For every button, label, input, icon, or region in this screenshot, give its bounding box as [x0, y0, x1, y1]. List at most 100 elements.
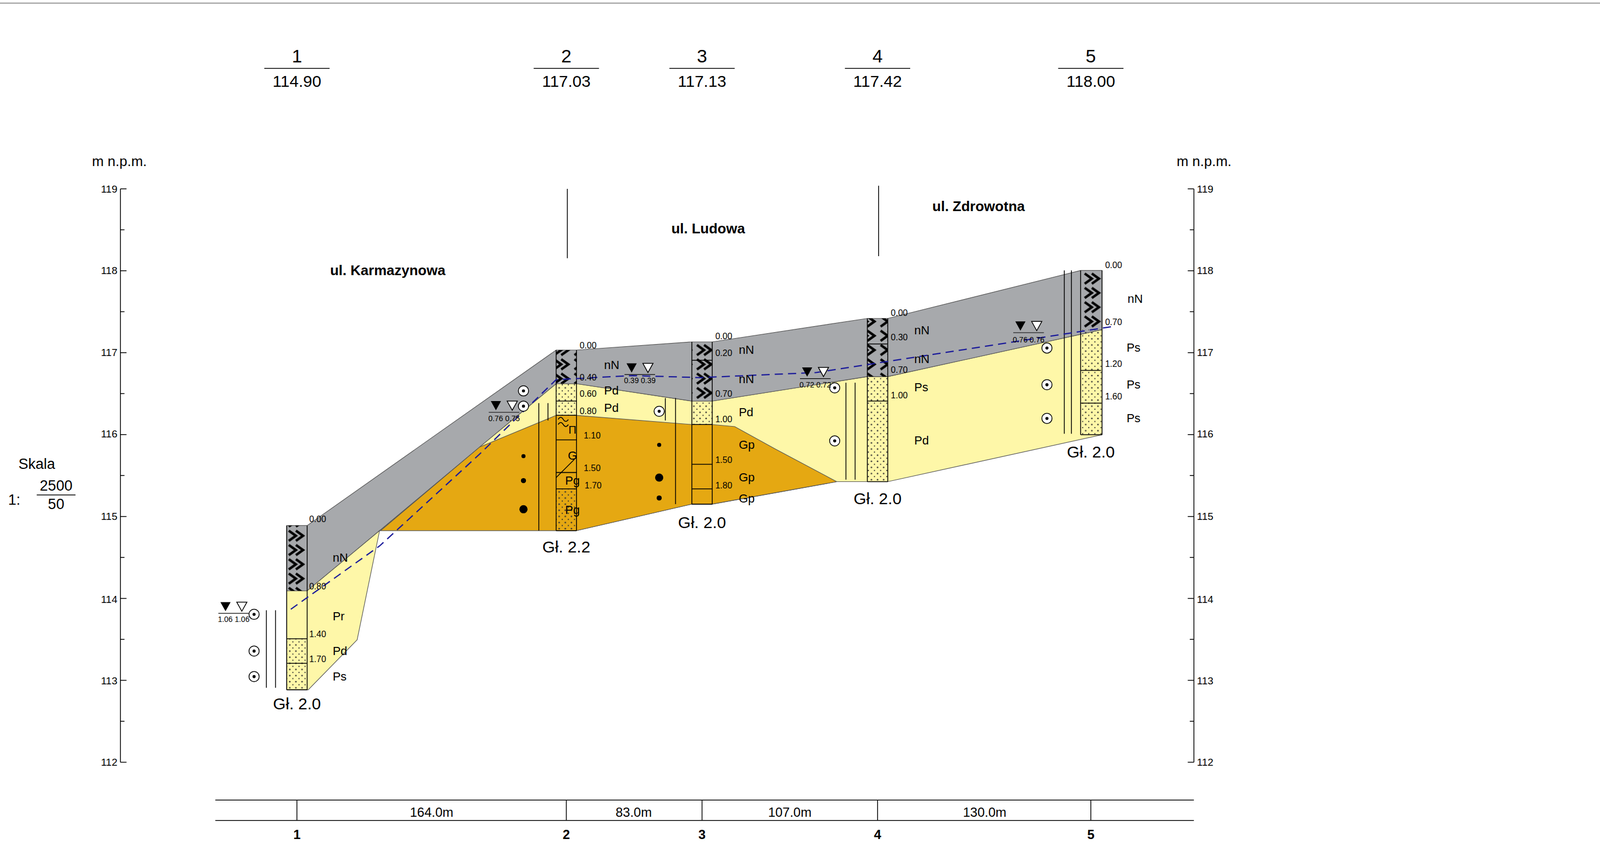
layer-boundary: [691, 359, 713, 361]
page-border: [0, 2, 1600, 4]
elevation: 117.03: [542, 73, 592, 90]
depth: 1.80: [715, 481, 733, 491]
elevation: 117.13: [677, 73, 727, 90]
axis-tick-mark: [1187, 598, 1194, 600]
sample-symbol: [1042, 413, 1053, 424]
depth: 1.50: [715, 455, 733, 465]
depth: 0.00: [309, 515, 327, 524]
borehole-number: 1: [293, 828, 301, 842]
station-tick: [296, 800, 298, 821]
layer-boundary: [556, 488, 577, 490]
water-level: 1.06: [234, 615, 250, 624]
distance: 107.0m: [767, 805, 812, 819]
axis-tick-mark: [120, 720, 125, 722]
depth: 0.70: [890, 365, 908, 375]
soil-symbol: Π: [568, 424, 577, 436]
soil-code: Ps: [914, 381, 929, 394]
generated-marks: [120, 188, 1195, 821]
axis-tick-mark: [120, 556, 125, 558]
water-level-line: [489, 411, 520, 413]
elevation: 118.00: [1066, 73, 1116, 90]
soil-code: Gp: [738, 492, 755, 505]
axis-tick-mark: [120, 311, 125, 313]
water-level: 0.39: [640, 376, 656, 385]
axis-tick: 118: [1196, 265, 1214, 276]
water-found-symbol: [802, 367, 813, 377]
axis-tick-mark: [1189, 556, 1195, 558]
borehole-depth: Gł. 2.0: [1067, 443, 1115, 461]
sample-symbol: [249, 609, 260, 620]
water-level: 0.72: [816, 381, 831, 389]
gravel-symbol: [656, 495, 662, 501]
axis-tick-mark: [120, 188, 127, 190]
soil-code: Ps: [332, 670, 347, 683]
depth: 0.00: [715, 332, 733, 341]
water-level: 0.75: [505, 414, 520, 423]
sample-symbol-dot: [833, 386, 837, 390]
water-level-line: [624, 374, 656, 376]
axis-tick-mark: [1187, 516, 1194, 518]
distance: 164.0m: [409, 805, 454, 819]
water-level: 1.06: [217, 615, 233, 624]
axis-tick: 112: [100, 757, 118, 768]
scale-value: 50: [47, 496, 65, 512]
axis-tick-mark: [1187, 680, 1194, 682]
sample-symbol-dot: [1045, 346, 1049, 350]
sample-symbol-dot: [1045, 416, 1049, 421]
axis-tick-mark: [1187, 434, 1194, 436]
depth: 1.00: [890, 391, 908, 400]
sample-symbol: [829, 382, 841, 393]
axis-tick: 113: [100, 675, 118, 687]
water-table: [290, 326, 1113, 610]
borehole-depth: Gł. 2.0: [272, 695, 321, 713]
axis-tick: 114: [100, 593, 118, 605]
layer-boundary: [867, 343, 888, 345]
soil-code: nN: [738, 344, 754, 357]
borehole-depth: Gł. 2.2: [542, 538, 590, 556]
sample-symbol-dot: [252, 675, 256, 679]
depth: 1.40: [309, 630, 327, 639]
axis-tick-mark: [120, 393, 125, 395]
street-separator: [878, 185, 880, 257]
axis-tick-mark: [1189, 393, 1195, 395]
axis-tick-mark: [120, 434, 127, 436]
axis-tick: 119: [100, 183, 118, 194]
axis-frame: [36, 68, 1195, 821]
gravel-symbol: [655, 473, 664, 482]
axis-tick: 117: [100, 346, 118, 358]
axis-tick: 115: [100, 511, 118, 522]
depth: 1.10: [583, 431, 601, 441]
axis-tick-mark: [120, 598, 127, 600]
depth: 0.80: [309, 582, 327, 592]
soil-code: Ps: [1126, 412, 1141, 425]
depth: 0.00: [579, 341, 597, 351]
water-stable-symbol: [818, 367, 829, 377]
water-level: 0.72: [799, 381, 815, 389]
soil-code: Pg: [564, 504, 580, 517]
borehole-number: 3: [696, 46, 708, 66]
water-found-symbol: [490, 401, 501, 411]
borehole-depth: Gł. 2.0: [853, 490, 902, 507]
sample-symbol-dot: [522, 389, 526, 393]
soil-code: nN: [914, 353, 930, 366]
gravel-symbol: [521, 454, 526, 459]
scale-label: 1:: [8, 492, 21, 508]
axis-tick: 114: [1196, 593, 1214, 605]
axis-tick: 112: [1196, 757, 1214, 768]
axis-tick: 118: [100, 265, 118, 276]
soil-code: Pd: [604, 384, 619, 397]
axis-tick-mark: [120, 516, 127, 518]
axis-tick-mark: [120, 229, 125, 231]
soil-code: Pd: [332, 645, 348, 658]
axis-tick: 115: [1196, 511, 1214, 522]
layer-boundary: [556, 400, 577, 402]
street-name: ul. Karmazynowa: [329, 263, 446, 278]
sample-symbol-dot: [833, 439, 837, 443]
soil-code: Pg: [564, 474, 580, 487]
depth: 0.00: [1105, 261, 1122, 270]
sample-symbol: [249, 645, 260, 657]
station-tick: [877, 800, 879, 821]
layer-boundary: [1080, 402, 1102, 404]
